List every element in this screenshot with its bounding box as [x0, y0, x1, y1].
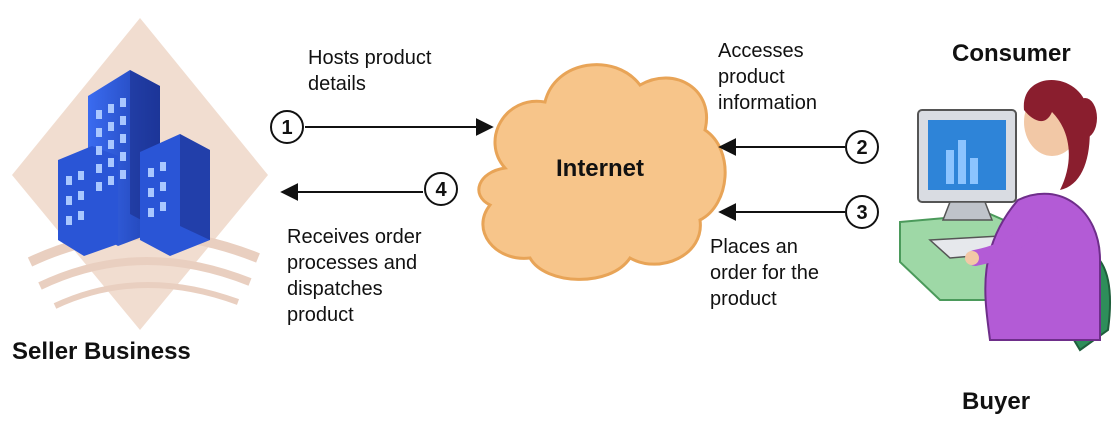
internet-label: Internet [556, 155, 644, 182]
buyer-label: Buyer [962, 388, 1031, 415]
internet-cloud: Internet [477, 63, 727, 281]
step-1-badge: 1 [270, 110, 304, 144]
consumer-label: Consumer [952, 40, 1071, 67]
step-2-number: 2 [856, 137, 867, 159]
step-2-description: Accesses product information [718, 40, 817, 114]
step-4-number: 4 [435, 179, 447, 201]
step-4-badge: 4 [424, 172, 458, 206]
seller-building-icon [12, 18, 268, 330]
seller-business-label: Seller Business [12, 338, 191, 365]
step-2-badge: 2 [845, 130, 879, 164]
step-3-number: 3 [856, 202, 867, 224]
step-1-number: 1 [281, 117, 292, 139]
consumer-computer-icon [899, 80, 1111, 352]
step-3-badge: 3 [845, 195, 879, 229]
step-3-description: Places an order for the product [710, 236, 819, 310]
step-4-description: Receives order processes and dispatches … [287, 226, 422, 326]
step-1-description: Hosts product details [308, 47, 432, 95]
